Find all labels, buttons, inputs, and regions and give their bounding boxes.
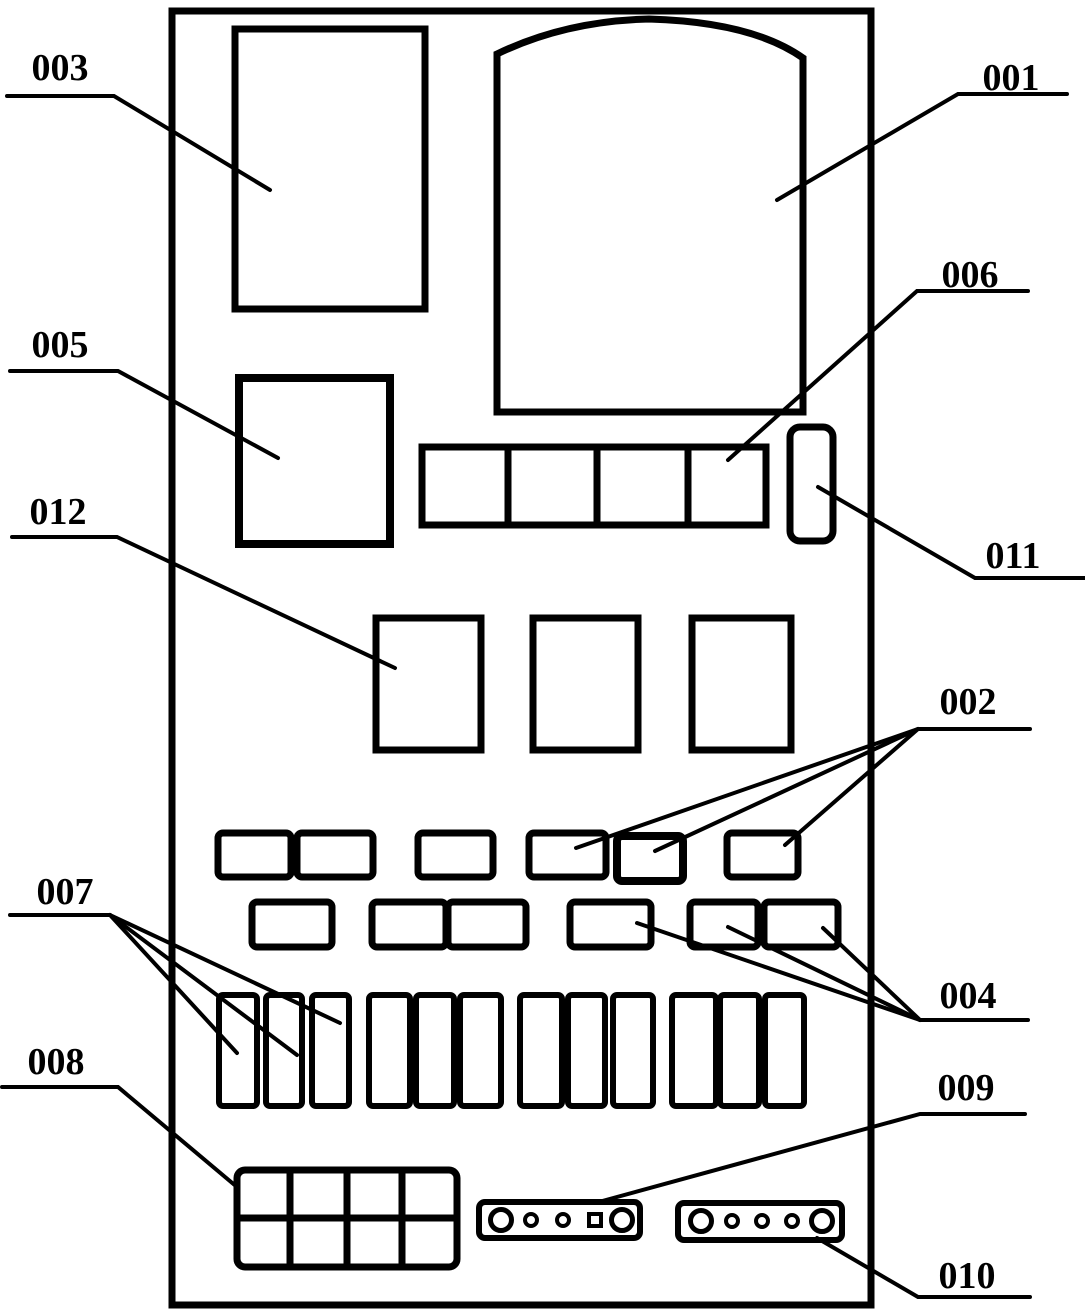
component-012-module-3: [688, 614, 795, 754]
callout-003-label: 003: [32, 47, 89, 89]
callout-012-label: 012: [30, 491, 87, 533]
callout-008-label: 008: [28, 1041, 85, 1083]
callout-009-leader: [593, 1112, 1027, 1205]
callout-007-leader-3: [108, 913, 342, 1025]
component-007-bar-12: [762, 992, 807, 1109]
component-006-strip: [418, 443, 770, 529]
callout-006-leader: [726, 289, 1030, 462]
callout-011: 011: [816, 485, 1085, 580]
callout-001: 001: [775, 57, 1069, 202]
callout-010-leader: [815, 1236, 1032, 1299]
component-012-group: [372, 614, 795, 754]
component-003-module: [231, 25, 429, 313]
component-002-part-1: [214, 829, 295, 881]
component-004-part-2: [368, 898, 450, 951]
component-007-bar-4: [366, 992, 413, 1109]
callout-002-leader-2: [653, 727, 920, 853]
component-004-part-4: [566, 898, 655, 951]
component-010-hole-small-2: [754, 1213, 770, 1229]
component-002-part-2: [293, 829, 377, 881]
component-009-hole-square: [587, 1212, 603, 1228]
callout-003: 003: [5, 47, 272, 192]
component-010-hole-large-right: [809, 1208, 835, 1234]
callout-003-leader: [5, 94, 272, 192]
component-007-bars: [216, 992, 807, 1109]
callout-001-leader: [775, 92, 1069, 202]
callout-004-leader-3: [821, 926, 922, 1022]
callout-011-label: 011: [986, 535, 1041, 577]
component-007-bar-6: [457, 992, 504, 1109]
component-010-connector: [675, 1200, 845, 1243]
component-007-bar-11: [717, 992, 762, 1109]
callout-004-leader-1: [635, 921, 922, 1022]
component-001-arched-module: [493, 15, 807, 416]
component-009-hole-large-right: [609, 1207, 635, 1233]
callout-005-label: 005: [32, 324, 89, 366]
pcb-board-outline: [168, 7, 875, 1309]
component-007-bar-1: [216, 992, 260, 1109]
component-005-module: [235, 374, 394, 548]
component-004-part-3: [444, 898, 530, 951]
component-007-bar-10: [669, 992, 719, 1109]
callout-002-leader-1: [574, 727, 920, 850]
component-010-connector-body: [675, 1200, 845, 1243]
component-009-hole-large-left: [488, 1207, 514, 1233]
callout-009: 009: [593, 1067, 1027, 1205]
component-009-hole-small-1: [523, 1212, 539, 1228]
component-002-part-4: [525, 829, 610, 881]
callout-004-label: 004: [940, 975, 997, 1017]
component-007-bar-3: [309, 992, 352, 1109]
component-004-part-5: [686, 898, 762, 951]
component-009-connector: [476, 1199, 643, 1241]
component-002-part-3: [414, 829, 497, 881]
callout-005-leader: [8, 369, 280, 460]
callout-008-leader: [0, 1085, 239, 1189]
callout-012: 012: [10, 491, 397, 670]
component-002-part-6: [723, 829, 802, 881]
callout-011-leader: [816, 485, 1085, 580]
component-009-connector-body: [476, 1199, 643, 1241]
component-002-row: [214, 829, 802, 885]
component-007-bar-9: [610, 992, 656, 1109]
callout-007-leader-2: [108, 913, 299, 1057]
component-007-bar-7: [517, 992, 565, 1109]
component-007-bar-8: [565, 992, 608, 1109]
component-010-hole-small-1: [724, 1213, 740, 1229]
component-012-module-2: [529, 614, 642, 754]
callout-004: 004: [635, 921, 1030, 1022]
callout-002-leader-3: [783, 727, 920, 847]
component-012-module-1: [372, 614, 485, 754]
component-007-bar-2: [263, 992, 305, 1109]
component-008-grid: [233, 1166, 461, 1271]
callout-010-label: 010: [939, 1255, 996, 1297]
callout-007-leader-1: [108, 913, 239, 1055]
component-011-part: [786, 423, 837, 545]
callout-006: 006: [726, 254, 1030, 462]
callout-007-label: 007: [37, 871, 94, 913]
component-002-part-5: [613, 832, 687, 885]
callout-004-leader-2: [726, 925, 922, 1022]
callout-010: 010: [815, 1236, 1032, 1299]
callout-012-leader: [10, 535, 397, 670]
component-004-row: [248, 898, 842, 951]
component-004-part-6: [760, 898, 842, 951]
callout-002: 002: [574, 681, 1032, 853]
callout-008: 008: [0, 1041, 239, 1189]
component-004-part-1: [248, 898, 336, 951]
callout-002-label: 002: [940, 681, 997, 723]
component-007-bar-5: [413, 992, 457, 1109]
callout-007: 007: [8, 871, 342, 1057]
callout-009-label: 009: [938, 1067, 995, 1109]
component-010-hole-large-left: [688, 1208, 714, 1234]
component-010-hole-small-3: [784, 1213, 800, 1229]
component-009-hole-small-2: [555, 1212, 571, 1228]
callout-005: 005: [8, 324, 280, 460]
